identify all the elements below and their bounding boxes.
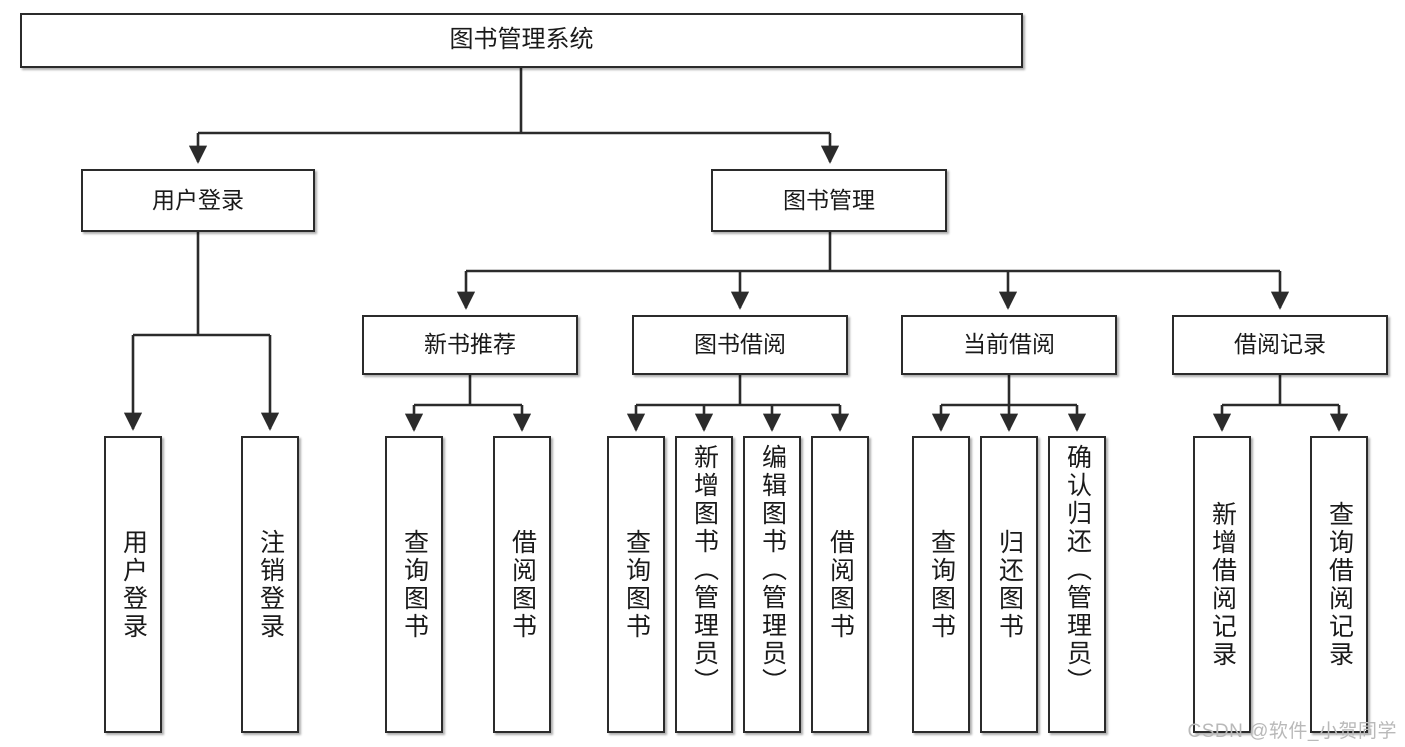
node-book-mgmt[interactable]: 图书管理	[711, 169, 947, 232]
node-book-borrow-label: 图书借阅	[694, 331, 786, 358]
node-user-login[interactable]: 用户登录	[81, 169, 315, 232]
leaf-confirm-return-label: 确认归还（管理员）	[1063, 444, 1092, 696]
leaf-user-login[interactable]: 用户登录	[104, 436, 162, 733]
leaf-query-record[interactable]: 查询借阅记录	[1310, 436, 1368, 733]
leaf-borrow-book-2-label: 借阅图书	[826, 528, 855, 641]
leaf-edit-book[interactable]: 编辑图书（管理员）	[743, 436, 801, 733]
node-new-book-rec-label: 新书推荐	[424, 331, 516, 358]
node-current-borrow[interactable]: 当前借阅	[901, 315, 1117, 375]
node-borrow-record[interactable]: 借阅记录	[1172, 315, 1388, 375]
node-root-label: 图书管理系统	[449, 26, 594, 54]
leaf-user-login-label: 用户登录	[119, 528, 148, 641]
leaf-borrow-book-1-label: 借阅图书	[508, 528, 537, 641]
leaf-query-book-3[interactable]: 查询图书	[912, 436, 970, 733]
leaf-return-book[interactable]: 归还图书	[980, 436, 1038, 733]
leaf-logout[interactable]: 注销登录	[241, 436, 299, 733]
leaf-query-book-2-label: 查询图书	[622, 528, 651, 641]
node-book-mgmt-label: 图书管理	[783, 186, 875, 213]
leaf-edit-book-label: 编辑图书（管理员）	[758, 444, 787, 696]
leaf-confirm-return[interactable]: 确认归还（管理员）	[1048, 436, 1106, 733]
node-borrow-record-label: 借阅记录	[1234, 331, 1326, 358]
leaf-logout-label: 注销登录	[256, 528, 285, 641]
watermark: CSDN @软件_小贺同学	[1187, 721, 1397, 742]
node-book-borrow[interactable]: 图书借阅	[632, 315, 848, 375]
node-new-book-rec[interactable]: 新书推荐	[362, 315, 578, 375]
leaf-query-book-3-label: 查询图书	[927, 528, 956, 641]
leaf-query-book-1-label: 查询图书	[400, 528, 429, 641]
node-root[interactable]: 图书管理系统	[20, 13, 1023, 68]
leaf-query-book-1[interactable]: 查询图书	[385, 436, 443, 733]
node-user-login-label: 用户登录	[152, 186, 244, 213]
leaf-query-record-label: 查询借阅记录	[1325, 500, 1354, 669]
leaf-add-book[interactable]: 新增图书（管理员）	[675, 436, 733, 733]
node-current-borrow-label: 当前借阅	[963, 331, 1055, 358]
leaf-return-book-label: 归还图书	[995, 528, 1024, 641]
leaf-add-book-label: 新增图书（管理员）	[690, 444, 719, 696]
leaf-add-record-label: 新增借阅记录	[1208, 500, 1237, 669]
leaf-borrow-book-1[interactable]: 借阅图书	[493, 436, 551, 733]
leaf-borrow-book-2[interactable]: 借阅图书	[811, 436, 869, 733]
leaf-query-book-2[interactable]: 查询图书	[607, 436, 665, 733]
leaf-add-record[interactable]: 新增借阅记录	[1193, 436, 1251, 733]
